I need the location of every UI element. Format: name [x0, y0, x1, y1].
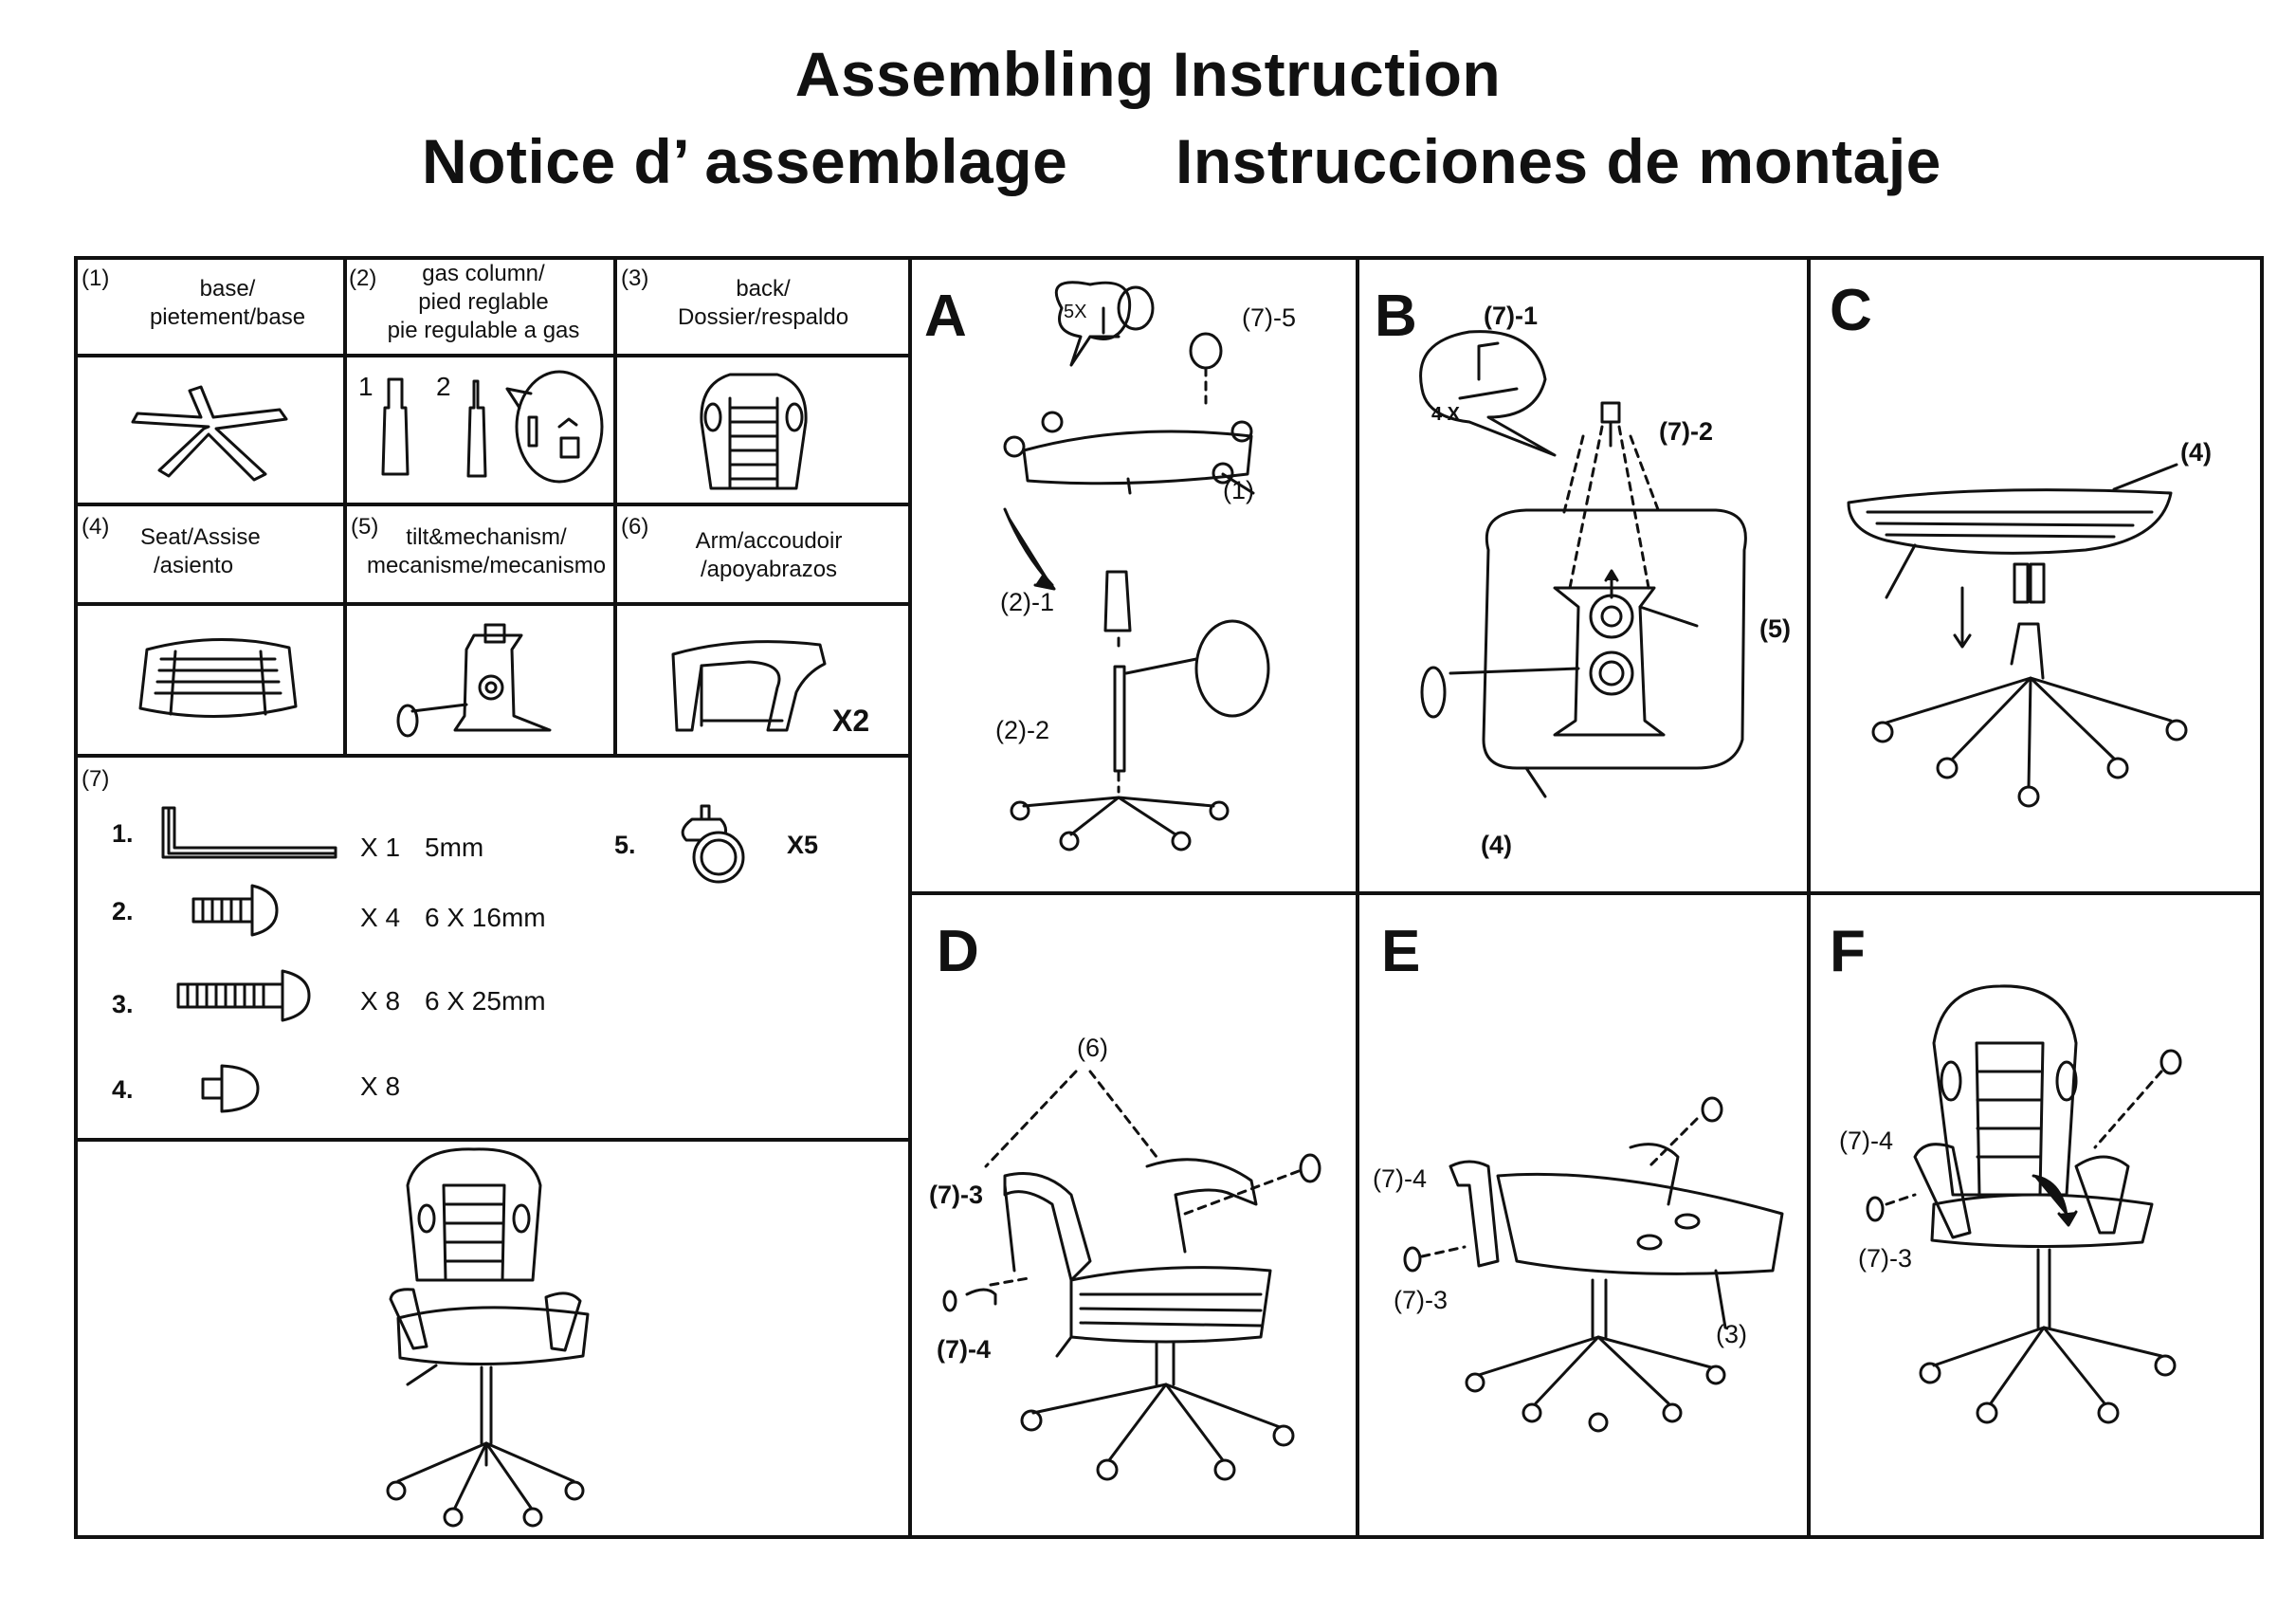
part-1-label-line1: base/ — [199, 276, 256, 302]
step-c-callout-4: (4) — [2180, 438, 2212, 467]
step-d-callout-7-4: (7)-4 — [937, 1335, 992, 1364]
step-d-letter: D — [937, 919, 979, 984]
part-3-number: (3) — [621, 266, 649, 291]
grid-line — [74, 354, 912, 357]
step-f-callout-7-4: (7)-4 — [1839, 1127, 1894, 1155]
step-f-letter: F — [1830, 919, 1866, 984]
back-illustration — [700, 373, 808, 490]
gas-column-illustration — [381, 370, 604, 484]
part-2-label: gas column/ pied reglable pie regulable … — [360, 260, 607, 345]
part-2-label-line2: pied reglable — [418, 289, 549, 315]
part-2-number: (2) — [349, 266, 377, 291]
short-bolt-icon — [191, 884, 279, 937]
part-6-label: Arm/accoudoir /apoyabrazos — [641, 527, 897, 584]
step-c-letter: C — [1830, 278, 1872, 343]
arm-quantity: X2 — [832, 704, 870, 738]
step-a-callout-2-2: (2)-2 — [995, 716, 1050, 744]
seat-illustration — [138, 637, 298, 719]
grid-line — [74, 754, 912, 758]
part-2-sub-2: 2 — [436, 372, 451, 401]
part-6-number: (6) — [621, 514, 649, 540]
step-b-callout-7-1: (7)-1 — [1484, 302, 1539, 330]
title-french: Notice d’ assemblage — [422, 126, 1068, 196]
part-3-label-line2: Dossier/respaldo — [677, 304, 849, 330]
cap-nut-icon — [201, 1064, 260, 1113]
part-4-label-line2: /asiento — [154, 553, 234, 578]
hardware-1-quantity: X 1 — [360, 833, 401, 862]
step-a-callout-7-5: (7)-5 — [1242, 303, 1297, 332]
long-bolt-icon — [176, 969, 311, 1022]
hardware-1-size: 5mm — [425, 833, 484, 862]
step-c-illustration — [1847, 463, 2188, 808]
steps-panel-frame — [908, 256, 2264, 1539]
step-a-callout-2-1: (2)-1 — [1000, 588, 1055, 616]
part-2-label-line3: pie regulable a gas — [387, 318, 580, 343]
base-illustration — [131, 385, 288, 482]
part-1-label-line2: pietement/base — [149, 304, 306, 330]
step-b-qty: 4 X — [1431, 404, 1461, 425]
part-2-label-line1: gas column/ — [422, 261, 545, 286]
hardware-4-quantity: X 8 — [360, 1072, 401, 1101]
part-6-label-line2: /apoyabrazos — [700, 557, 838, 582]
step-e-callout-7-4: (7)-4 — [1373, 1164, 1428, 1193]
hardware-5-number: 5. — [614, 831, 636, 859]
step-f-callout-7-3: (7)-3 — [1858, 1244, 1913, 1273]
step-d-callout-6: (6) — [1077, 1034, 1108, 1062]
hardware-number: (7) — [82, 766, 110, 792]
assembled-chair-illustration — [386, 1147, 590, 1528]
step-e-callout-3: (3) — [1716, 1320, 1747, 1348]
grid-line — [908, 891, 2264, 895]
part-4-label-line1: Seat/Assise — [140, 524, 261, 550]
part-5-number: (5) — [351, 514, 379, 540]
grid-line — [343, 256, 347, 757]
step-b-callout-5: (5) — [1759, 614, 1791, 643]
title-english: Assembling Instruction — [794, 39, 1502, 109]
part-3-label: back/ Dossier/respaldo — [635, 275, 891, 332]
allen-key-icon — [161, 806, 337, 859]
hardware-2-quantity: X 4 — [360, 903, 401, 932]
caster-wheel-icon — [681, 804, 745, 884]
arm-illustration — [671, 640, 827, 732]
step-b-callout-7-2: (7)-2 — [1659, 417, 1714, 446]
part-1-number: (1) — [82, 266, 110, 291]
hardware-3-quantity: X 8 — [360, 986, 401, 1016]
hardware-1-number: 1. — [112, 819, 134, 848]
step-b-letter: B — [1375, 284, 1417, 349]
step-a-illustration — [1003, 281, 1270, 852]
step-d-callout-7-3: (7)-3 — [929, 1181, 984, 1209]
step-d-illustration — [942, 1070, 1321, 1481]
step-e-illustration — [1403, 1096, 1784, 1433]
part-4-number: (4) — [82, 514, 110, 540]
step-b-illustration — [1419, 330, 1747, 798]
hardware-3-number: 3. — [112, 990, 134, 1018]
grid-line — [1356, 256, 1359, 1539]
title-spanish: Instrucciones de montaje — [1175, 126, 1941, 196]
grid-line — [74, 1138, 912, 1142]
grid-line — [1807, 256, 1811, 1539]
part-4-label: Seat/Assise /asiento — [140, 523, 330, 580]
part-5-label: tilt&mechanism/ mecanisme/mecanismo — [360, 523, 612, 580]
hardware-2-number: 2. — [112, 897, 134, 925]
step-f-illustration — [1866, 984, 2182, 1424]
hardware-2-size: 6 X 16mm — [425, 903, 546, 932]
step-e-letter: E — [1381, 919, 1421, 984]
step-a-callout-1: (1) — [1223, 476, 1254, 504]
grid-line — [74, 503, 912, 506]
part-5-label-line2: mecanisme/mecanismo — [366, 553, 607, 578]
step-b-callout-4: (4) — [1481, 831, 1512, 859]
step-e-callout-7-3: (7)-3 — [1394, 1286, 1449, 1314]
grid-line — [613, 256, 617, 757]
part-1-label: base/ pietement/base — [114, 275, 341, 332]
grid-line — [74, 602, 912, 606]
part-6-label-line1: Arm/accoudoir — [695, 528, 843, 554]
part-2-sub-1: 1 — [358, 372, 374, 401]
part-5-label-line1: tilt&mechanism/ — [406, 524, 567, 550]
part-3-label-line1: back/ — [736, 276, 791, 302]
mechanism-illustration — [396, 623, 552, 738]
step-a-qty: 5X — [1064, 302, 1087, 322]
step-a-letter: A — [924, 284, 967, 349]
hardware-5-quantity: X5 — [787, 831, 819, 859]
hardware-4-number: 4. — [112, 1075, 134, 1104]
hardware-3-size: 6 X 25mm — [425, 986, 546, 1016]
